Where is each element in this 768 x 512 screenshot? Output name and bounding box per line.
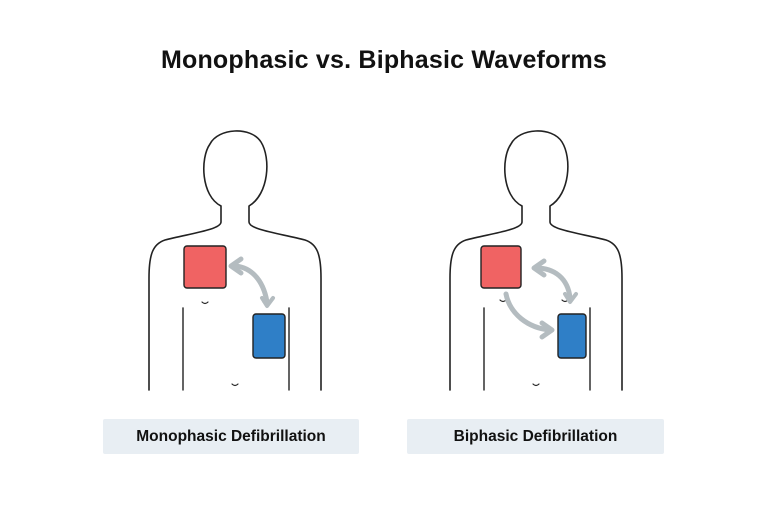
red-electrode-pad: [480, 245, 522, 289]
biphasic-caption: Biphasic Defibrillation: [407, 419, 664, 454]
left-nipple: [201, 301, 209, 305]
navel: [532, 383, 540, 387]
return-current-arrow: [531, 258, 578, 304]
body-outline: [449, 130, 623, 391]
biphasic-torso-illustration: [449, 130, 623, 391]
blue-electrode-pad: [252, 313, 286, 359]
biphasic-figure: [424, 118, 654, 403]
monophasic-torso-illustration: [148, 130, 322, 391]
diagram-title: Monophasic vs. Biphasic Waveforms: [160, 46, 608, 74]
body-outline: [148, 130, 322, 391]
red-electrode-pad: [183, 245, 227, 289]
blue-electrode-pad: [557, 313, 587, 359]
monophasic-caption: Monophasic Defibrillation: [103, 419, 359, 454]
current-arrow: [228, 256, 275, 308]
outgoing-current-arrow: [503, 291, 555, 340]
monophasic-figure: [123, 118, 353, 403]
navel: [231, 383, 239, 387]
